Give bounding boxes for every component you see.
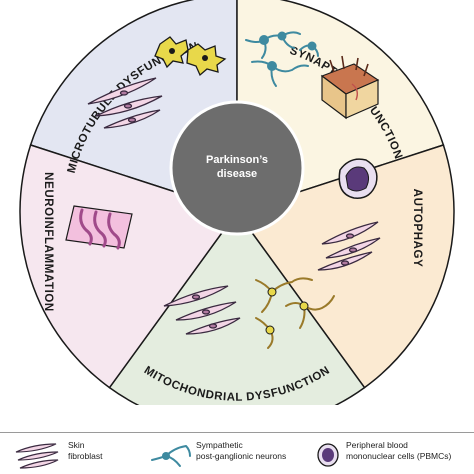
microtubule-fibroblasts-icon (87, 77, 163, 129)
autophagy-pbmc-icon (338, 158, 378, 199)
legend: Skin fibroblast Sympathetic post-ganglio… (0, 428, 474, 474)
label-neuroinflammation: NEUROINFLAMMATION (42, 172, 54, 312)
synaptic-neurons-icon (245, 31, 319, 87)
legend-item-pbmc: Peripheral blood mononuclear cells (PBMC… (316, 440, 472, 474)
label-autophagy: AUTOPHAGY (411, 189, 423, 268)
legend-skin-fibroblast-line2: fibroblast (68, 451, 103, 461)
legend-skin-fibroblast-line1: Skin (68, 440, 85, 450)
legend-sympathetic-neurons-line1: Sympathetic (196, 440, 243, 450)
legend-item-skin-fibroblast: Skin fibroblast (14, 440, 134, 474)
legend-pbmc-line1: Peripheral blood (346, 440, 408, 450)
neuroinflammation-ribbon-icon (65, 205, 133, 250)
center-title-line1: Parkinson’s (206, 154, 268, 166)
legend-item-sympathetic-neurons: Sympathetic post-ganglionic neurons (150, 440, 310, 474)
center-circle (169, 100, 305, 236)
legend-pbmc-line2: mononuclear cells (PBMCs) (346, 451, 452, 461)
center-title-line2: disease (217, 168, 257, 180)
autophagy-fibroblasts-icon (317, 221, 381, 271)
legend-sympathetic-neurons-line2: post-ganglionic neurons (196, 451, 287, 461)
segment-mitochondrial (108, 210, 366, 405)
sympathetic-neuron-icon (151, 445, 191, 467)
pd-model-wheel: MICROTUBULE DYSFUNCTION SYNAPTIC DYSFUNC… (19, 0, 455, 405)
legend-divider (0, 432, 474, 433)
microtubule-astrocytes-icon (154, 36, 227, 77)
synaptic-skin-biopsy-icon (320, 55, 380, 120)
skin-fibroblast-icon (15, 443, 59, 469)
mitochondrial-neurons-icon (255, 277, 335, 349)
pbmc-icon (317, 443, 339, 467)
mitochondrial-fibroblasts-icon (163, 285, 241, 335)
